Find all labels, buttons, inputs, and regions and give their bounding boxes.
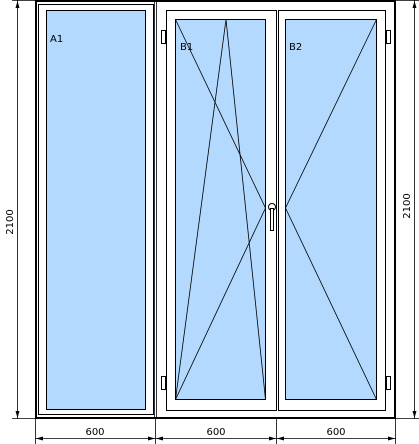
- b2-hinge-top: [386, 30, 391, 44]
- b2-turn-line-bottom: [285, 207, 377, 400]
- dim-width-2-label: 600: [206, 427, 225, 438]
- dim-height-right-arrow-bottom: [412, 411, 417, 418]
- b2-hinge-bottom: [386, 376, 391, 390]
- b2-turn-line-top: [285, 19, 377, 209]
- dim-height-left-label: 2100: [5, 209, 16, 234]
- b1-turn-line-bottom: [175, 207, 266, 400]
- dim-width-2-arrow-right: [269, 436, 276, 441]
- pane-b2-label: B2: [289, 42, 302, 53]
- pane-b1-label: B1: [180, 42, 193, 53]
- dim-width-1-label: 600: [85, 427, 104, 438]
- pane-a1-label: A1: [50, 34, 63, 45]
- dim-width-3-arrow-left: [277, 436, 284, 441]
- dim-height-left-arrow-top: [15, 1, 20, 8]
- b1-tilt-line-right: [225, 19, 266, 400]
- dim-width-1-arrow-right: [148, 436, 155, 441]
- dim-width-2-arrow-left: [156, 436, 163, 441]
- dim-height-left-arrow-bottom: [15, 411, 20, 418]
- dim-height-right-label: 2100: [402, 193, 413, 218]
- dim-width-3-arrow-right: [388, 436, 395, 441]
- b1-hinge-bottom: [161, 376, 166, 390]
- dim-width-3-label: 600: [326, 427, 345, 438]
- pane-b2-glass: [285, 19, 377, 400]
- handle-lever-icon: [270, 208, 274, 231]
- pane-b1-glass: [175, 19, 266, 400]
- pane-a1-glass: [46, 10, 146, 410]
- b1-turn-line-top: [175, 19, 266, 209]
- dim-height-right-arrow-top: [412, 1, 417, 8]
- b1-hinge-top: [161, 30, 166, 44]
- b1-tilt-line-left: [175, 19, 227, 400]
- dim-width-1-arrow-left: [36, 436, 43, 441]
